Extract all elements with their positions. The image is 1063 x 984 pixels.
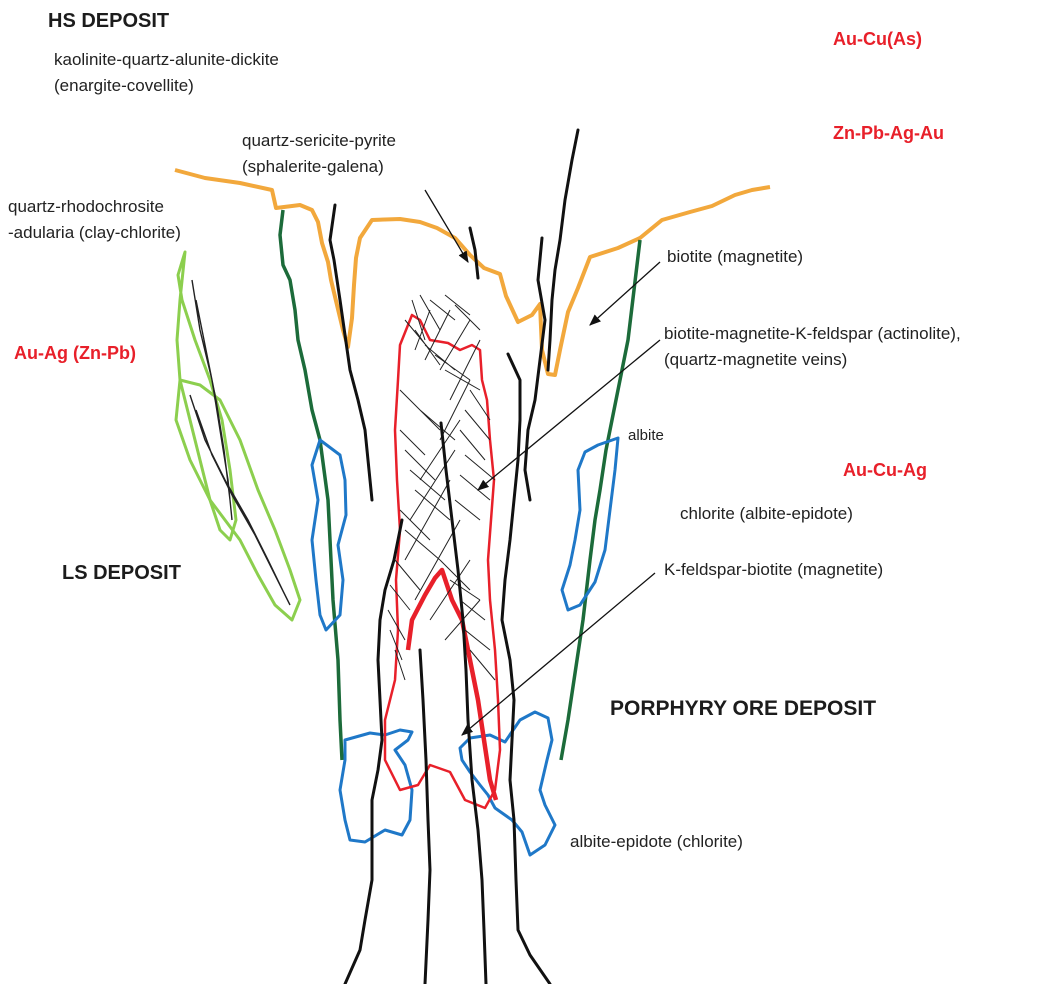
biotite-magnetite-label-line2: (quartz-magnetite veins) [664,348,847,372]
kfeldspar-label: K-feldspar-biotite (magnetite) [664,558,883,582]
ls-vein-black-lower [190,395,290,605]
kaolinite-label-line1: kaolinite-quartz-alunite-dickite [54,48,279,72]
hs-deposit-label: HS DEPOSIT [48,10,169,33]
biotite-label: biotite (magnetite) [667,245,803,269]
ore-label-zn-pb-ag-au: Zn-Pb-Ag-Au [833,123,944,144]
albite-label: albite [628,424,664,448]
sericite-label-line2: (sphalerite-galena) [242,155,384,179]
rhodochrosite-label-line2: -adularia (clay-chlorite) [8,221,181,245]
ls-vein-halo-upper [177,252,236,540]
intrusion-outline [330,130,578,984]
porphyry-deposit-label: PORPHYRY ORE DEPOSIT [610,697,876,721]
kaolinite-label-line2: (enargite-covellite) [54,74,194,98]
chlorite-label: chlorite (albite-epidote) [680,502,853,526]
biotite-arrow [590,262,660,325]
ls-deposit-label: LS DEPOSIT [62,562,181,585]
albite-epidote-label: albite-epidote (chlorite) [570,830,743,854]
ore-label-au-cu-ag: Au-Cu-Ag [843,460,927,481]
sodic-calcic-right-zone [562,438,618,610]
biotite-magnetite-arrow [478,340,660,490]
annotation-arrows [425,190,660,735]
sericite-label-line1: quartz-sericite-pyrite [242,129,396,153]
biotite-magnetite-label-line1: biotite-magnetite-K-feldspar (actinolite… [664,322,961,346]
propylitic-right-margin [561,240,640,760]
ore-label-au-ag-zn-pb: Au-Ag (Zn-Pb) [14,343,136,364]
ls-vein-halo-lower [176,380,300,620]
rhodochrosite-label-line1: quartz-rhodochrosite [8,195,164,219]
ore-label-au-cu-as: Au-Cu(As) [833,29,922,50]
